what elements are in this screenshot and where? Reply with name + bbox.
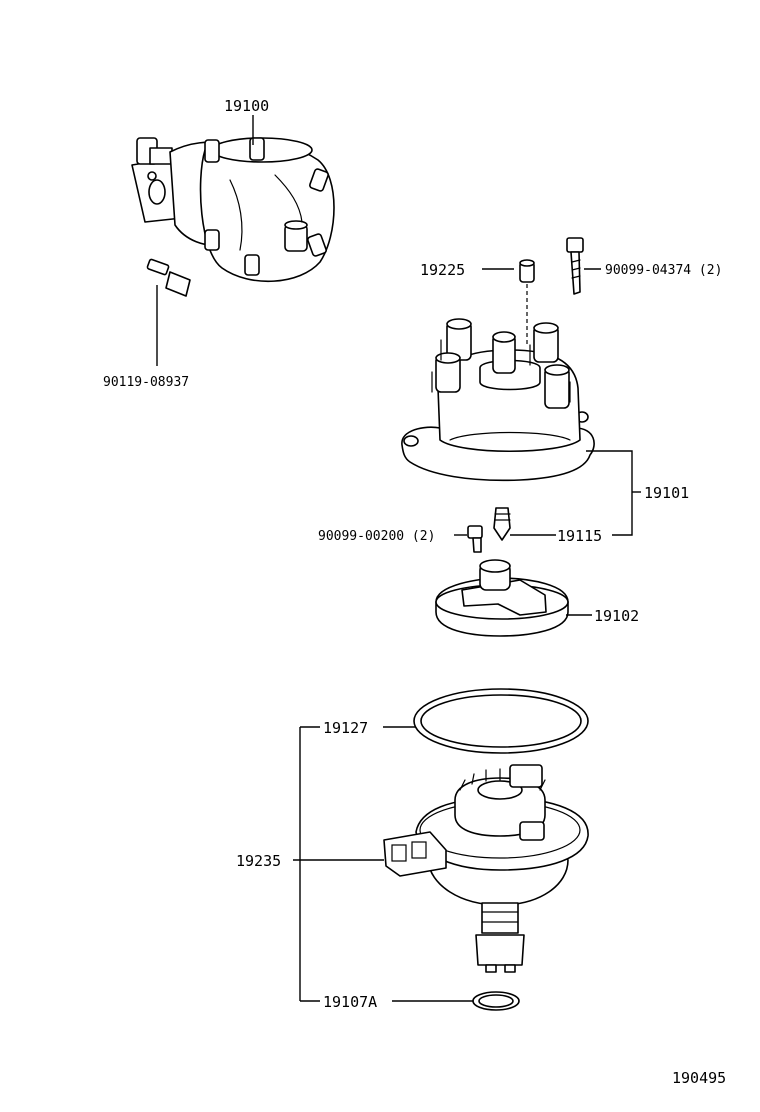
part-labels: 19100 90119-08937 19225 90099-04374 (2) … [103,97,726,1087]
label-19107a: 19107A [323,993,377,1011]
carbon-contact-19225[interactable] [519,259,535,345]
label-19102: 19102 [594,607,639,625]
label-19127: 19127 [323,719,368,737]
label-19225: 19225 [420,261,465,279]
label-90099-04374: 90099-04374 (2) [605,263,722,278]
leader-lines [156,115,641,1002]
o-ring-19127[interactable] [413,688,589,754]
diagram-reference-number: 190495 [672,1069,726,1087]
o-ring-19107a[interactable] [472,991,520,1011]
bolt-90119[interactable] [146,258,191,297]
distributor-assembly[interactable] [131,137,335,283]
label-90119-08937: 90119-08937 [103,375,189,390]
label-19235: 19235 [236,852,281,870]
screw-90099-04374[interactable] [566,237,584,295]
distributor-rotor[interactable] [435,559,569,637]
label-19101: 19101 [644,484,689,502]
spring-contact-19115[interactable] [493,507,511,541]
screw-90099-00200[interactable] [467,525,483,553]
distributor-cap[interactable] [401,318,595,482]
label-90099-00200: 90099-00200 (2) [318,529,435,544]
label-19115: 19115 [557,527,602,545]
label-19100: 19100 [224,97,269,115]
distributor-housing[interactable] [383,764,589,973]
